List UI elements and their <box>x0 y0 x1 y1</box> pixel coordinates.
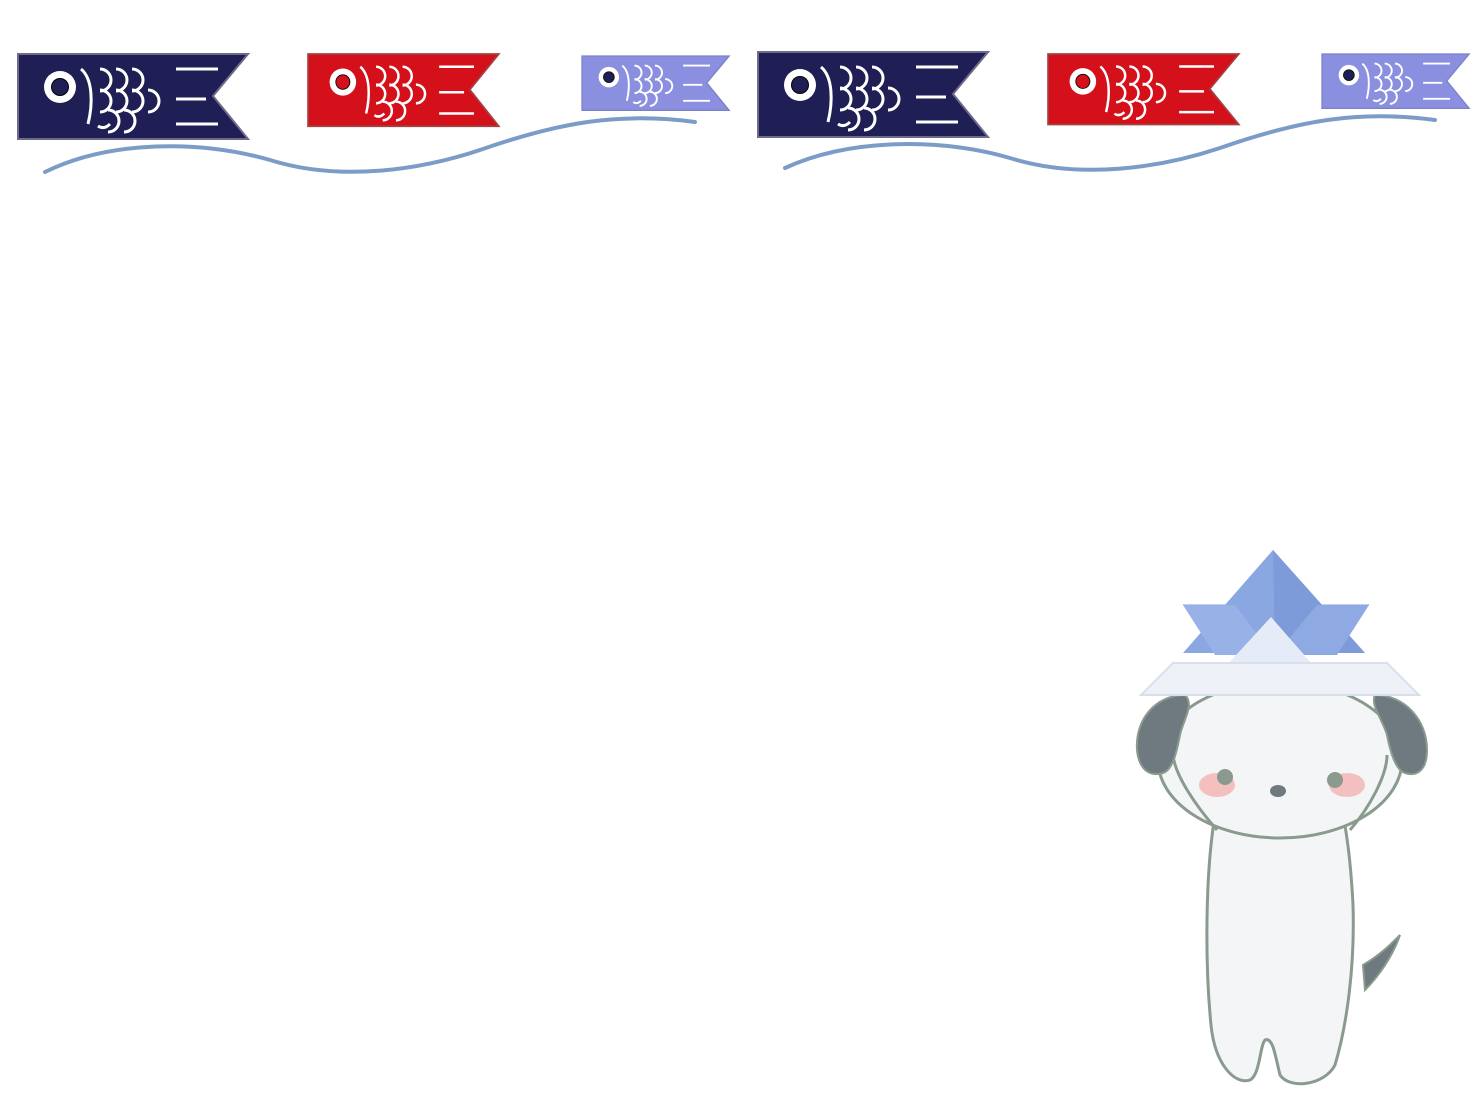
black-carp-icon <box>757 51 991 138</box>
dog-nose <box>1270 785 1286 797</box>
koinobori-group-1 <box>17 53 731 174</box>
wave-line <box>43 116 697 174</box>
dog-character <box>1135 550 1429 1086</box>
wave-line <box>783 114 1437 172</box>
dog-arm-right <box>1348 754 1389 831</box>
red-carp-icon <box>1047 53 1241 126</box>
eye-right <box>1327 772 1343 788</box>
blue-carp-icon <box>581 55 731 112</box>
dog-ear-left <box>1135 693 1190 775</box>
dog-body <box>1205 813 1355 1086</box>
dog-ear-right <box>1372 693 1429 775</box>
dog-tail <box>1361 934 1401 993</box>
black-carp-icon <box>17 53 251 140</box>
red-carp-icon <box>307 53 501 128</box>
koinobori-banner <box>17 51 1471 174</box>
kabuto-helmet-icon <box>1138 550 1422 696</box>
blue-carp-icon <box>1321 53 1471 110</box>
koinobori-group-2 <box>757 51 1471 172</box>
dog-arm-left <box>1171 754 1219 831</box>
dog-head <box>1156 680 1404 840</box>
eye-left <box>1217 769 1233 785</box>
